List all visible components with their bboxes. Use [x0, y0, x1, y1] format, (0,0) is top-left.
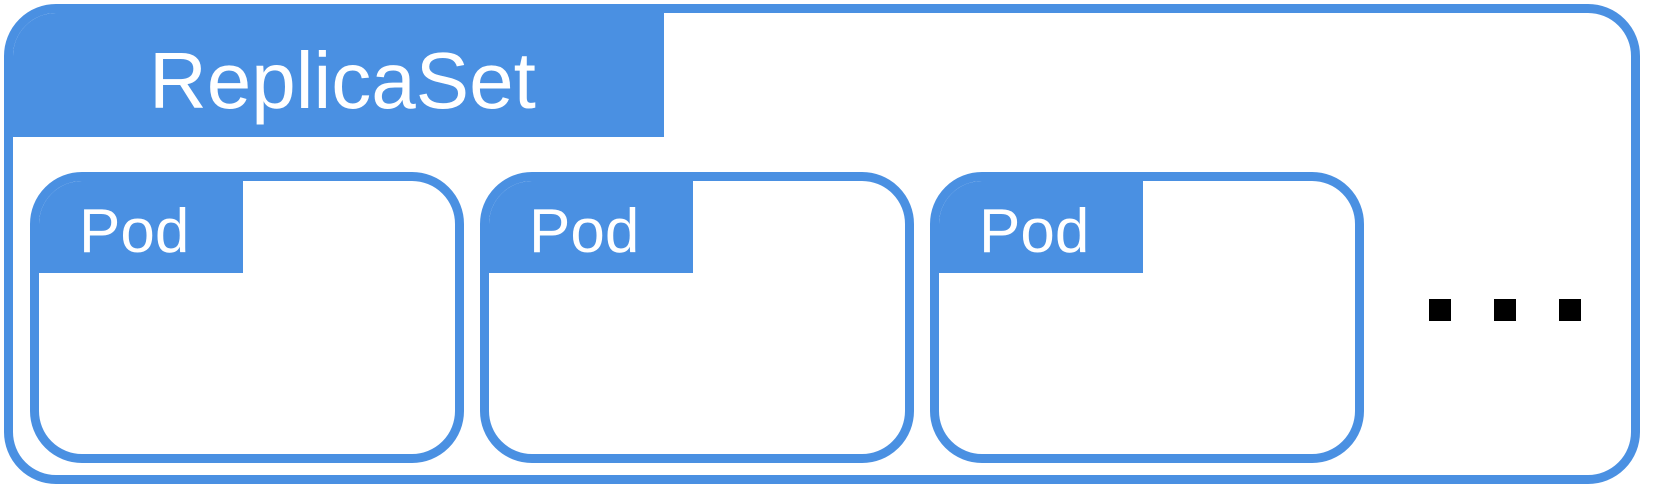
pod-label: Pod — [529, 197, 640, 266]
pod-box: Pod — [480, 172, 914, 463]
ellipsis-dot — [1559, 299, 1581, 321]
ellipsis-dot — [1494, 299, 1516, 321]
pod-box: Pod — [930, 172, 1364, 463]
ellipsis-dot — [1429, 299, 1451, 321]
pod-header: Pod — [939, 181, 1143, 273]
pod-label: Pod — [979, 197, 1090, 266]
pod-header: Pod — [489, 181, 693, 273]
pod-header: Pod — [39, 181, 243, 273]
pod-label: Pod — [79, 197, 190, 266]
pod-box: Pod — [30, 172, 464, 463]
replicaset-header: ReplicaSet — [13, 13, 664, 137]
replicaset-title: ReplicaSet — [149, 36, 536, 125]
